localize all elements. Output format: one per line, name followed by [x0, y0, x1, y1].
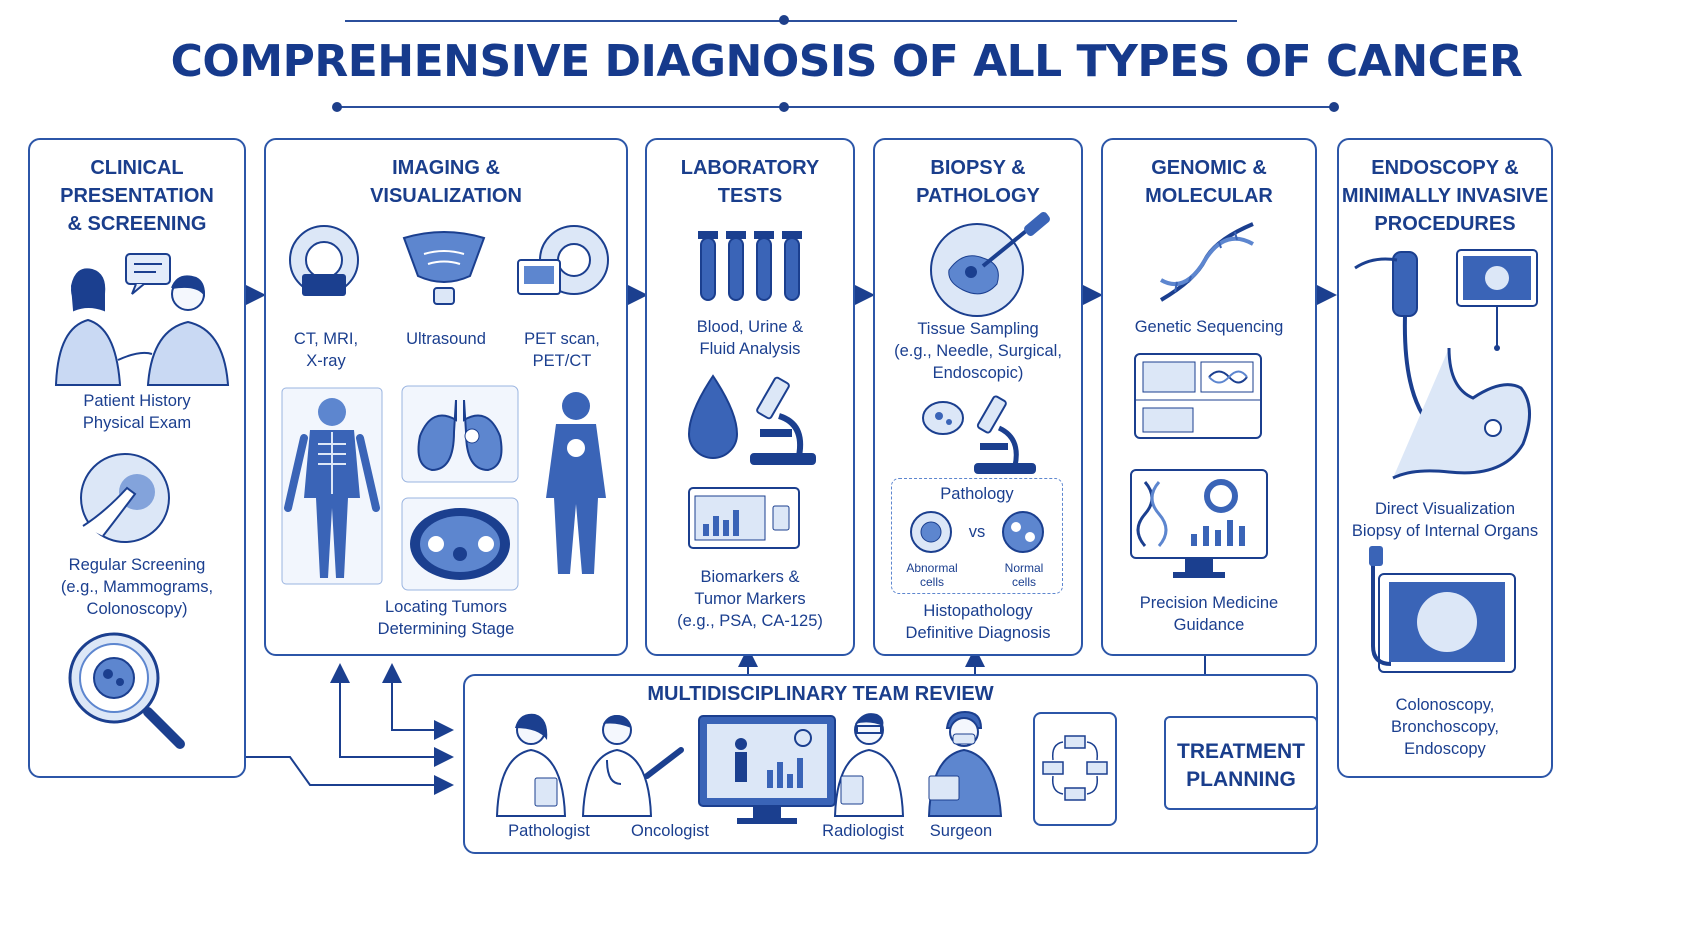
panel-lab: LABORATORY TESTS Blood, Urine & Fluid An… — [645, 138, 855, 656]
clinical-history-label: Patient History Physical Exam — [82, 392, 192, 432]
oncologist-figure-icon — [581, 715, 684, 817]
endoscopy-header: ENDOSCOPY & MINIMALLY INVASIVE PROCEDURE… — [1341, 157, 1549, 235]
team-member-surgeon: Surgeon — [929, 822, 993, 840]
title-bottom-rule — [335, 106, 1337, 108]
ultrasound-icon — [402, 231, 486, 305]
analyzer-monitor-icon — [688, 487, 800, 549]
genomic-sequencing-label: Genetic Sequencing — [1134, 318, 1284, 336]
drop-microscope-icon — [687, 374, 816, 465]
clinical-header: CLINICAL PRESENTATION & SCREENING — [60, 157, 214, 235]
clinical-screening-label: Regular Screening (e.g., Mammograms, Col… — [60, 556, 214, 618]
lab-blood-label: Blood, Urine & Fluid Analysis — [696, 318, 804, 358]
lungs-icon — [401, 385, 519, 483]
imaging-locating-label: Locating Tumors Determining Stage — [377, 598, 515, 638]
team-title: MULTIDISCIPLINARY TEAM REVIEW — [647, 683, 994, 705]
panel-team-review: MULTIDISCIPLINARY TEAM REVIEW Pathologis… — [463, 674, 1318, 854]
treatment-planning-label: TREATMENT PLANNING — [1177, 740, 1305, 791]
panel-endoscopy: ENDOSCOPY & MINIMALLY INVASIVE PROCEDURE… — [1337, 138, 1553, 778]
precision-monitor-icon — [1130, 469, 1268, 578]
ct-scanner-icon — [289, 225, 359, 296]
test-tubes-icon — [698, 231, 802, 301]
breast-exam-icon — [80, 453, 170, 543]
endoscope-stomach-icon — [1354, 249, 1538, 480]
workflow-cycle-icon — [1042, 735, 1108, 801]
panel-imaging: IMAGING & VISUALIZATION CT, MRI, X-ray U… — [264, 138, 628, 656]
pet-scanner-icon — [517, 225, 609, 295]
panel-clinical: CLINICAL PRESENTATION & SCREENING Patien… — [28, 138, 246, 778]
biopsy-header: BIOPSY & PATHOLOGY — [916, 157, 1040, 207]
tissue-sampling-icon — [930, 212, 1050, 317]
panel-biopsy: BIOPSY & PATHOLOGY Tissue Sampling (e.g.… — [873, 138, 1083, 656]
normal-cell-icon — [1002, 511, 1044, 553]
sequencer-machine-icon — [1134, 353, 1262, 439]
abnormal-cell-icon — [910, 511, 952, 553]
pathologist-figure-icon — [495, 713, 567, 817]
pathology-vs: vs — [968, 523, 986, 541]
team-member-pathologist: Pathologist — [508, 822, 590, 840]
imaging-ultrasound-label: Ultrasound — [406, 330, 486, 348]
abnormal-cells-label: Abnormal cells — [906, 561, 958, 589]
skeleton-xray-icon — [281, 387, 383, 585]
biopsy-histo-label: Histopathology Definitive Diagnosis — [905, 602, 1051, 642]
pathology-comparison-box: Pathology vs Abnormal cells Normal cells — [891, 478, 1063, 594]
team-review-monitor-icon — [698, 715, 836, 824]
lab-biomarkers-label: Biomarkers & Tumor Markers (e.g., PSA, C… — [677, 568, 823, 630]
team-member-oncologist: Oncologist — [631, 822, 709, 840]
team-member-radiologist: Radiologist — [822, 822, 904, 840]
treatment-planning-box: TREATMENT PLANNING — [1164, 716, 1318, 810]
imaging-header: IMAGING & VISUALIZATION — [370, 157, 522, 207]
radiologist-figure-icon — [833, 713, 905, 817]
tumor-cross-section-icon — [401, 497, 519, 591]
dna-helix-icon — [1159, 222, 1254, 302]
endoscopy-procedures-label: Colonoscopy, Bronchoscopy, Endoscopy — [1391, 696, 1499, 758]
title-top-dot — [779, 15, 789, 25]
magnifier-cell-icon — [68, 632, 185, 749]
doctor-patient-icon — [54, 253, 230, 386]
lab-header: LABORATORY TESTS — [680, 157, 820, 207]
surgeon-figure-icon — [927, 710, 1003, 817]
endoscopy-monitor-icon — [1369, 546, 1516, 673]
imaging-ct-label: CT, MRI, X-ray — [293, 330, 359, 370]
normal-cells-label: Normal cells — [1004, 561, 1044, 589]
imaging-pet-label: PET scan, PET/CT — [524, 330, 600, 370]
body-silhouette-icon — [546, 392, 606, 574]
title-bottom-dot-left — [332, 102, 342, 112]
genomic-header: GENOMIC & MOLECULAR — [1145, 157, 1273, 207]
biopsy-tissue-label: Tissue Sampling (e.g., Needle, Surgical,… — [894, 320, 1062, 382]
pathology-box-title: Pathology — [940, 485, 1014, 503]
endoscopy-direct-label: Direct Visualization Biopsy of Internal … — [1351, 500, 1539, 540]
title-top-rule — [345, 20, 1237, 22]
page-title: COMPREHENSIVE DIAGNOSIS OF ALL TYPES OF … — [170, 36, 1523, 87]
workflow-cycle-box — [1033, 712, 1117, 826]
genomic-precision-label: Precision Medicine Guidance — [1139, 594, 1279, 634]
title-bottom-dot-right — [1329, 102, 1339, 112]
panel-genomic: GENOMIC & MOLECULAR Genetic Sequencing P… — [1101, 138, 1317, 656]
title-bottom-dot-mid — [779, 102, 789, 112]
pathology-microscope-icon — [922, 395, 1036, 474]
